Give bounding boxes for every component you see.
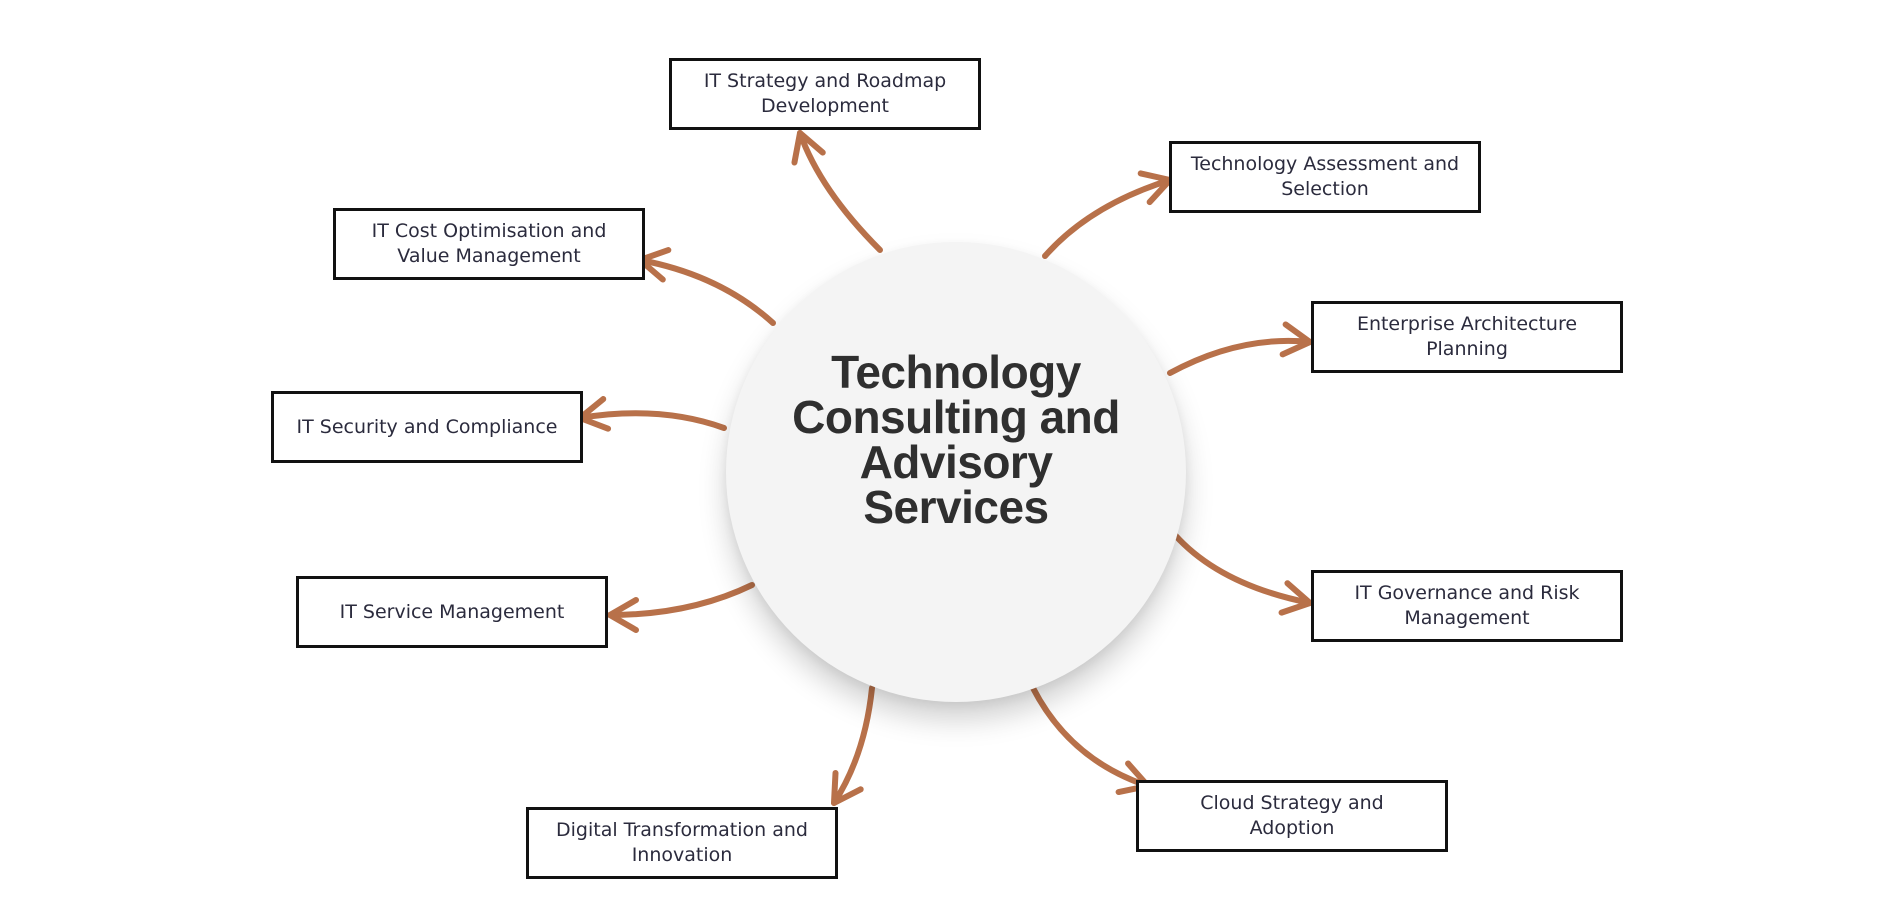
arrowhead-digital-transformation [831,770,864,806]
node-it-security: IT Security and Compliance [271,391,583,463]
node-label-cloud-strategy: Cloud Strategy and Adoption [1200,792,1384,839]
node-label-it-security: IT Security and Compliance [296,415,558,438]
arrow-cloud-strategy [1030,685,1151,789]
arrowhead-it-governance [1278,580,1313,616]
arrow-it-governance [1172,532,1313,606]
node-it-cost-optimisation: IT Cost Optimisation and Value Managemen… [333,208,645,280]
node-digital-transformation: Digital Transformation and Innovation [526,807,838,879]
node-enterprise-architecture: Enterprise Architecture Planning [1311,301,1623,373]
arrow-it-cost-optimisation [637,257,776,326]
node-it-service-management: IT Service Management [296,576,608,648]
arrow-it-security [577,410,727,431]
node-label-it-governance: IT Governance and Risk Management [1354,582,1580,629]
node-it-governance: IT Governance and Risk Management [1311,570,1623,642]
arrow-technology-assessment [1042,177,1173,259]
arrowhead-it-strategy [791,130,826,166]
node-label-it-cost-optimisation: IT Cost Optimisation and Value Managemen… [371,220,607,267]
node-label-it-service-management: IT Service Management [339,600,565,623]
hub-title: Technology Consulting and Advisory Servi… [792,346,1120,533]
node-label-technology-assessment: Technology Assessment and Selection [1190,153,1460,200]
node-label-it-strategy: IT Strategy and Roadmap Development [703,70,947,117]
node-label-digital-transformation: Digital Transformation and Innovation [556,819,808,866]
node-technology-assessment: Technology Assessment and Selection [1169,141,1481,213]
arrow-it-service-management [607,582,755,618]
arrow-it-strategy [797,130,883,253]
arrow-digital-transformation [831,685,875,806]
node-cloud-strategy: Cloud Strategy and Adoption [1136,780,1448,852]
node-it-strategy: IT Strategy and Roadmap Development [669,58,981,130]
arrowhead-enterprise-architecture [1279,321,1313,358]
central-hub [726,242,1186,702]
node-label-enterprise-architecture: Enterprise Architecture Planning [1356,313,1578,360]
arrowhead-it-service-management [607,597,639,633]
arrow-enterprise-architecture [1167,337,1313,376]
